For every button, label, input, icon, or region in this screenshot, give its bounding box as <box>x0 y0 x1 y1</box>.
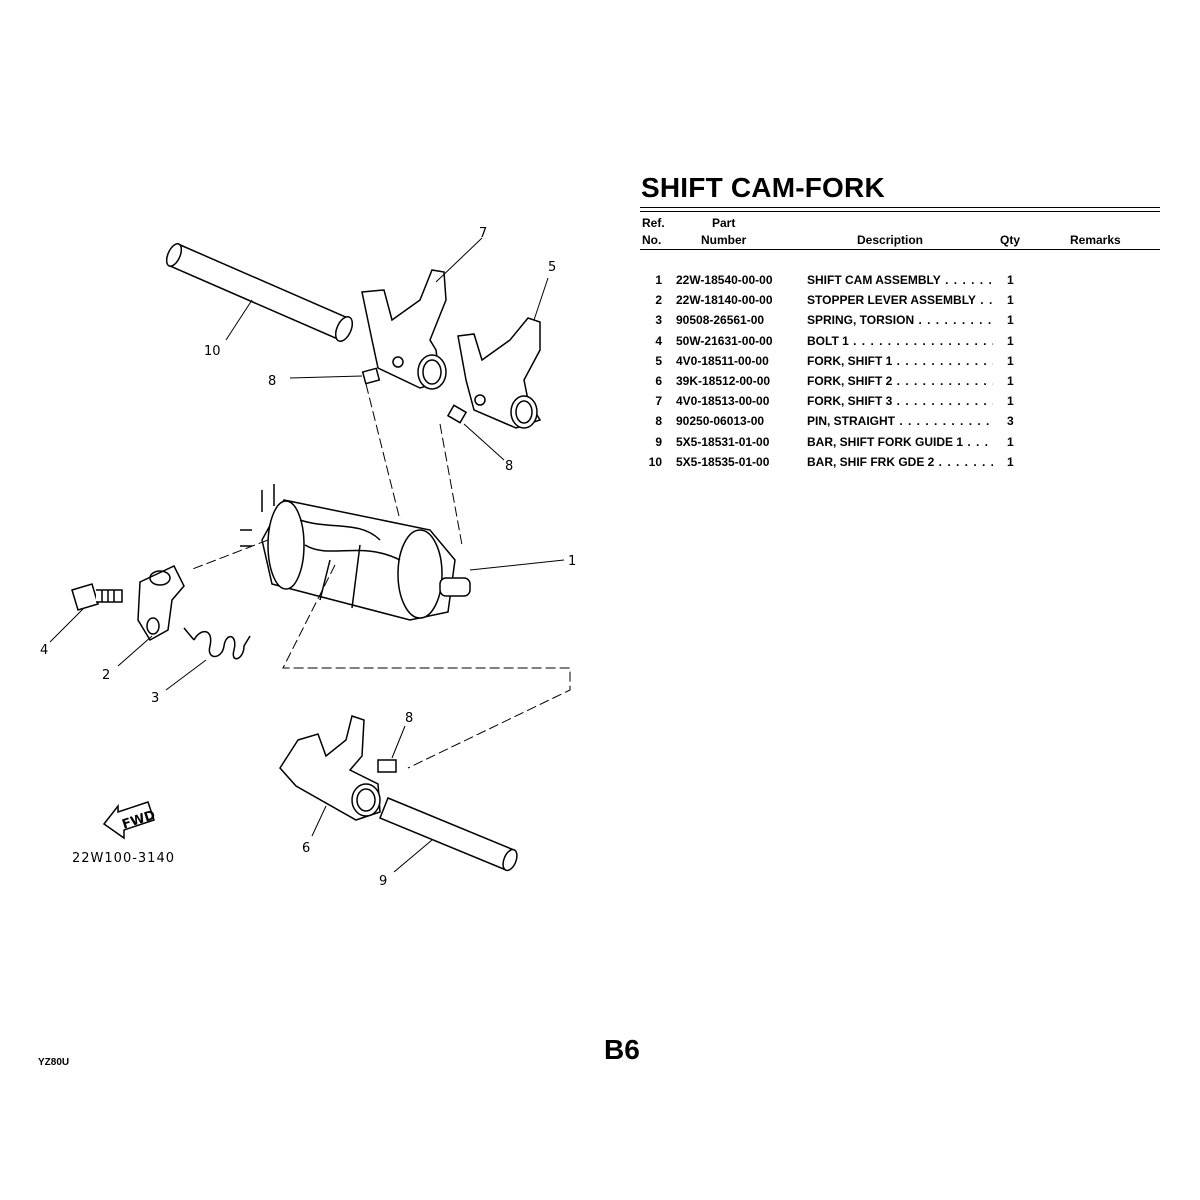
header-divider <box>640 249 1160 250</box>
cell-qty: 1 <box>1007 454 1014 469</box>
cell-description: FORK, SHIFT 2 <box>807 374 993 388</box>
header-number: Number <box>701 233 747 247</box>
cell-description: FORK, SHIFT 1 <box>807 354 993 368</box>
part-3-torsion-spring[interactable] <box>183 627 251 660</box>
cell-part-number: 5X5-18535-01-00 <box>676 454 770 469</box>
cell-description: BAR, SHIF FRK GDE 2 <box>807 455 993 469</box>
callout-2: 2 <box>102 668 110 683</box>
cell-qty: 3 <box>1007 414 1014 429</box>
header-description: Description <box>857 233 924 247</box>
cell-ref: 8 <box>655 414 662 429</box>
cell-qty: 1 <box>1007 333 1014 348</box>
cell-description: PIN, STRAIGHT <box>807 414 993 428</box>
cell-ref: 7 <box>655 394 662 409</box>
callout-1: 1 <box>568 554 576 569</box>
cell-qty: 1 <box>1007 374 1014 388</box>
cell-qty: 1 <box>1007 394 1014 409</box>
cell-ref: 4 <box>655 333 662 348</box>
assembly-lines <box>189 383 571 769</box>
part-10-fork-guide-bar[interactable] <box>164 242 356 344</box>
cell-ref: 6 <box>655 374 662 388</box>
cell-description: SHIFT CAM ASSEMBLY <box>807 273 993 287</box>
callout-8: 8 <box>405 711 413 726</box>
cell-part-number: 90250-06013-00 <box>676 414 765 429</box>
part-5-shift-fork-1[interactable] <box>457 317 542 429</box>
cell-description: SPRING, TORSION <box>807 313 993 327</box>
cell-description: STOPPER LEVER ASSEMBLY <box>807 293 993 307</box>
cell-qty: 1 <box>1007 293 1014 308</box>
header-no: No. <box>642 233 662 247</box>
callout-5: 5 <box>548 260 556 275</box>
callout-9: 9 <box>379 874 387 889</box>
cell-qty: 1 <box>1007 313 1014 328</box>
part-9-fork-guide-bar[interactable] <box>379 797 520 872</box>
divider <box>640 207 1160 208</box>
header-ref: Ref. <box>642 216 665 230</box>
drawing-code: 22W100-3140 <box>72 851 175 866</box>
cell-ref: 5 <box>655 353 662 368</box>
part-6-shift-fork-2[interactable] <box>279 715 381 821</box>
header-part: Part <box>712 216 736 230</box>
cell-ref: 9 <box>655 434 662 449</box>
cell-qty: 1 <box>1007 273 1014 287</box>
callout-8: 8 <box>268 374 276 389</box>
cell-part-number: 4V0-18511-00-00 <box>676 353 769 368</box>
cell-part-number: 22W-18540-00-00 <box>676 273 773 287</box>
callout-7: 7 <box>479 226 487 241</box>
cell-ref: 3 <box>655 313 662 328</box>
callout-6: 6 <box>302 841 310 856</box>
cell-part-number: 90508-26561-00 <box>676 313 765 328</box>
cell-part-number: 22W-18140-00-00 <box>676 293 773 308</box>
cell-description: BAR, SHIFT FORK GUIDE 1 <box>807 435 993 449</box>
callout-4: 4 <box>40 643 48 658</box>
cell-qty: 1 <box>1007 434 1014 449</box>
cell-description: FORK, SHIFT 3 <box>807 394 993 408</box>
cell-ref: 1 <box>655 273 662 287</box>
part-8-pin[interactable] <box>377 759 397 773</box>
part-7-shift-fork-3[interactable] <box>361 269 447 390</box>
callout-3: 3 <box>151 691 159 706</box>
header-remarks: Remarks <box>1070 233 1121 247</box>
model-code: YZ80U <box>38 1057 70 1068</box>
callout-10: 10 <box>204 344 221 359</box>
page-number: B6 <box>604 1034 640 1065</box>
cell-ref: 10 <box>648 454 662 469</box>
part-2-stopper-lever[interactable] <box>137 565 185 642</box>
cell-description: BOLT 1 <box>807 334 993 348</box>
cell-part-number: 4V0-18513-00-00 <box>676 394 770 409</box>
part-4-bolt[interactable] <box>71 583 123 611</box>
part-8-pin[interactable] <box>446 404 468 424</box>
fwd-arrow-icon: FWD <box>102 801 158 840</box>
part-8-pin[interactable] <box>361 367 381 385</box>
cell-ref: 2 <box>655 293 662 308</box>
cell-qty: 1 <box>1007 353 1014 368</box>
page-title: SHIFT CAM-FORK <box>641 172 885 203</box>
header-qty: Qty <box>1000 233 1021 247</box>
part-1-shift-cam[interactable] <box>240 484 471 621</box>
cell-part-number: 5X5-18531-01-00 <box>676 434 770 449</box>
callout-8: 8 <box>505 459 513 474</box>
divider <box>640 211 1160 212</box>
cell-part-number: 39K-18512-00-00 <box>676 374 771 388</box>
callout-leaders <box>49 237 565 873</box>
cell-part-number: 50W-21631-00-00 <box>676 333 773 348</box>
